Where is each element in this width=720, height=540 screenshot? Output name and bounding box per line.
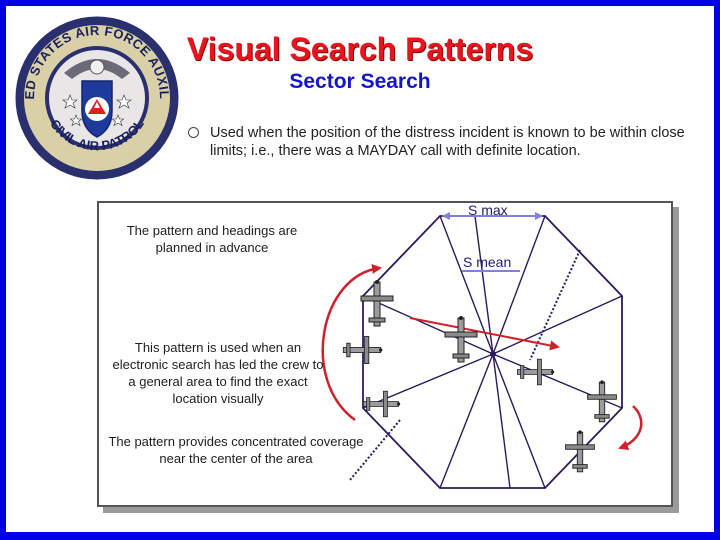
aircraft-icon — [444, 315, 478, 363]
dotted-tracks — [349, 249, 581, 481]
diagram-note-coverage: The pattern provides concentrated covera… — [108, 434, 364, 466]
aircraft-group — [342, 279, 617, 473]
page-title: Visual Search Patterns — [186, 31, 534, 67]
left-turn-arrow — [321, 263, 382, 422]
bullet-text: Used when the position of the distress i… — [210, 125, 685, 159]
civil-air-patrol-seal: UNITED STATES AIR FORCE AUXILIARY CIVIL … — [14, 15, 180, 181]
aircraft-icon — [517, 358, 555, 386]
sector-lines — [362, 215, 623, 489]
aircraft-icon — [587, 379, 617, 423]
center-point — [490, 351, 496, 357]
right-turn-arrow — [618, 405, 643, 450]
diagram-note-electronic: This pattern is used when an electronic … — [112, 340, 324, 406]
red-track-arrow — [409, 317, 560, 351]
s-mean-label: S mean — [463, 254, 511, 270]
aircraft-icon — [565, 429, 595, 473]
bullet-circle-icon — [188, 127, 199, 138]
s-max-label: S max — [468, 202, 508, 218]
aircraft-icon — [360, 279, 394, 327]
page-subtitle: Sector Search — [289, 70, 431, 93]
diagram-note-planned: The pattern and headings are planned in … — [126, 223, 298, 255]
